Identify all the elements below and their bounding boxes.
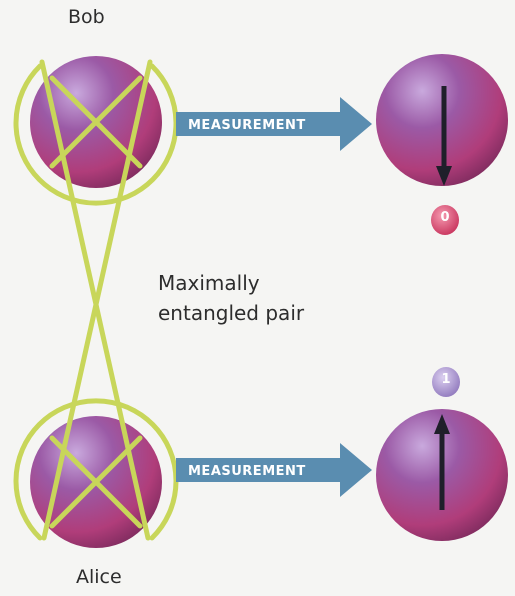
measurement-arrow-top [176, 97, 372, 151]
entanglement-rings [13, 63, 179, 541]
measurement-label-bottom: MEASUREMENT [188, 464, 306, 479]
entangled-pair-line2: entangled pair [158, 301, 305, 325]
result-badge-zero [431, 205, 459, 235]
spin-down-arrow [436, 86, 452, 186]
result-value-one: 1 [441, 372, 451, 387]
entangled-pair-label: Maximally entangled pair [158, 268, 304, 328]
entangled-pair-line1: Maximally [158, 271, 260, 295]
measurement-arrow-bottom [176, 443, 372, 497]
result-value-zero: 0 [440, 210, 450, 225]
alice-label: Alice [76, 566, 122, 588]
spin-up-arrow [434, 414, 450, 510]
bob-label: Bob [68, 6, 105, 28]
entanglement-cross [39, 59, 153, 541]
measurement-label-top: MEASUREMENT [188, 118, 306, 133]
result-badge-one [432, 367, 460, 397]
